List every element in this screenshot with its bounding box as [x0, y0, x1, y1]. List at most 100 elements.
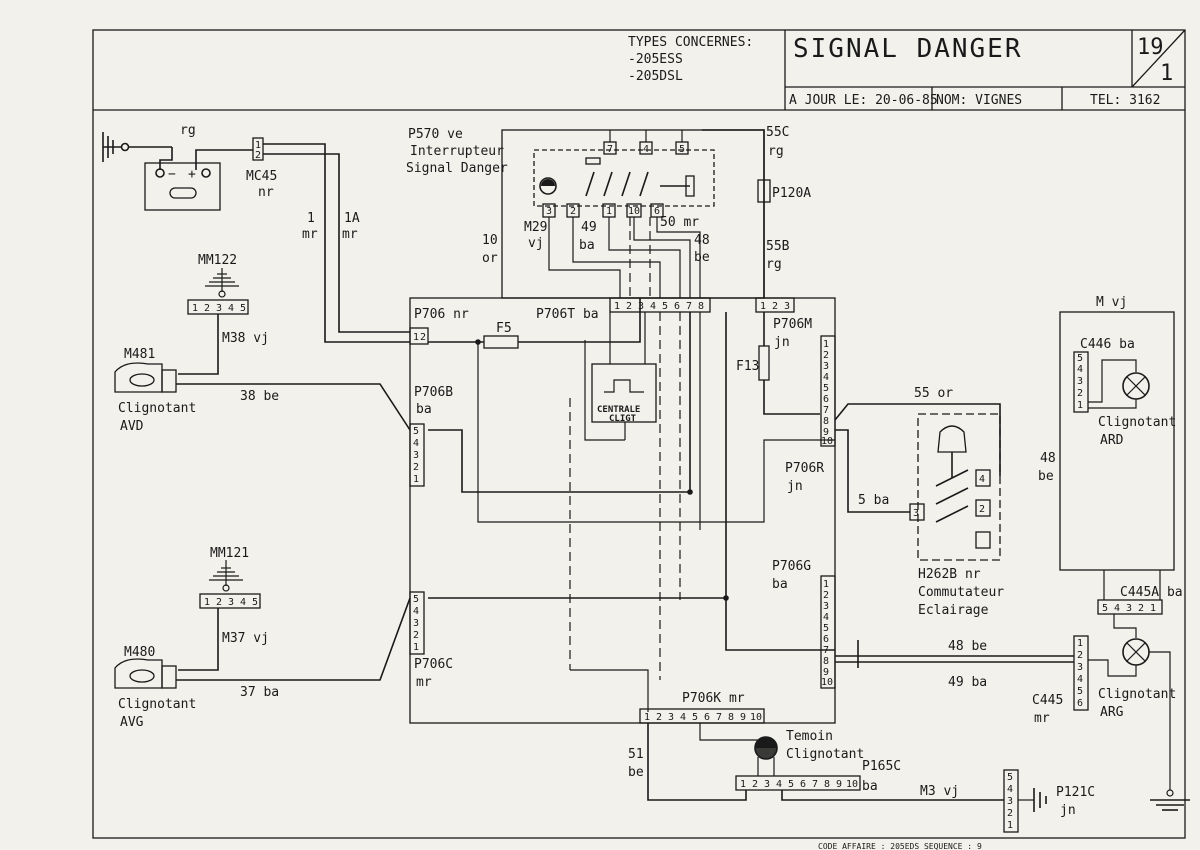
ard-desc2: ARD — [1100, 433, 1124, 448]
h262b-outline — [917, 413, 1001, 561]
connector-p165c: 1 2 3 4 5 6 7 8 9 10 — [735, 775, 861, 791]
p570-name: P570 ve — [408, 127, 463, 142]
svg-text:2: 2 — [413, 630, 419, 641]
connector-p706c: 1 2 3 4 5 — [409, 591, 425, 655]
svg-text:5: 5 — [413, 426, 419, 437]
svg-text:2: 2 — [772, 301, 778, 312]
wire-38-label: 38 be — [240, 389, 279, 404]
connector-c446: 1 2 3 4 5 — [1073, 351, 1089, 413]
mm121-ground — [209, 560, 243, 592]
svg-text:1: 1 — [760, 301, 766, 312]
svg-text:5: 5 — [413, 594, 419, 605]
svg-text:4: 4 — [650, 301, 656, 312]
svg-text:5: 5 — [1102, 603, 1108, 614]
svg-text:5: 5 — [823, 623, 829, 634]
svg-text:2: 2 — [1077, 650, 1083, 661]
svg-text:6: 6 — [1077, 698, 1083, 709]
lamp-temoin — [754, 736, 778, 760]
svg-text:5: 5 — [662, 301, 668, 312]
update-date: A JOUR LE: 20-06-85 — [789, 93, 938, 108]
connector-p706r: 1 2 3 4 5 6 7 8 9 10 — [820, 335, 836, 447]
centrale-line1: CENTRALE — [597, 405, 640, 415]
svg-text:1: 1 — [192, 303, 198, 314]
wire-49-label: 49 — [581, 220, 597, 235]
m29-color: vj — [528, 236, 544, 251]
wire-48-color: be — [694, 250, 710, 265]
svg-text:2: 2 — [1138, 603, 1144, 614]
svg-text:7: 7 — [823, 645, 829, 656]
h262b-desc2: Eclairage — [918, 603, 989, 618]
svg-text:10: 10 — [628, 206, 640, 217]
ground-symbol-right — [1150, 789, 1190, 811]
svg-text:1: 1 — [644, 712, 650, 723]
svg-text:3: 3 — [784, 301, 790, 312]
wire-55b-label: 55B — [766, 239, 790, 254]
connector-p706t: 1 2 3 4 5 6 7 8 — [609, 297, 711, 313]
svg-text:1: 1 — [255, 140, 261, 151]
p706c-label: P706C — [414, 657, 453, 672]
wire-48r-color: be — [1038, 469, 1054, 484]
connector-p121c: 1 2 3 4 5 — [1003, 769, 1019, 833]
p570-desc1: Interrupteur — [410, 144, 504, 159]
svg-text:4: 4 — [680, 712, 686, 723]
wire-55c-color: rg — [768, 144, 784, 159]
wire-10-color: or — [482, 251, 498, 266]
svg-text:6: 6 — [654, 206, 660, 217]
svg-text:1: 1 — [823, 339, 829, 350]
svg-text:+: + — [188, 167, 196, 182]
svg-text:2: 2 — [216, 597, 222, 608]
wire-48-label: 48 — [694, 233, 710, 248]
battery-icon: − + — [144, 162, 221, 211]
connector-p706: 1 2 — [409, 327, 429, 345]
p165c-color: ba — [862, 779, 878, 794]
wire-49b-label: 49 ba — [948, 675, 987, 690]
wire-50-label: 50 mr — [660, 215, 699, 230]
svg-text:3: 3 — [216, 303, 222, 314]
svg-text:2: 2 — [204, 303, 210, 314]
temoin-desc1: Temoin — [786, 729, 833, 744]
svg-text:10: 10 — [821, 436, 833, 447]
type-dsl: -205DSL — [628, 69, 683, 84]
p706r-label: P706R — [785, 461, 824, 476]
wire-5-label: 5 ba — [858, 493, 889, 508]
wire-55c-label: 55C — [766, 125, 789, 140]
svg-text:2: 2 — [626, 301, 632, 312]
svg-text:1: 1 — [413, 474, 419, 485]
wire-1-color: mr — [302, 227, 318, 242]
wire-1a-label: 1A — [344, 211, 360, 226]
svg-text:5: 5 — [692, 712, 698, 723]
type-ess: -205ESS — [628, 52, 683, 67]
types-title: TYPES CONCERNES: — [628, 35, 753, 50]
wire-55b-color: rg — [766, 257, 782, 272]
lamp-arg — [1122, 638, 1150, 666]
p706c-color: mr — [416, 675, 432, 690]
wire-1a-color: mr — [342, 227, 358, 242]
author-name: NOM: VIGNES — [936, 93, 1022, 108]
ground-symbol-battery — [102, 132, 172, 162]
m-vj-label: M vj — [1096, 295, 1127, 310]
svg-text:4: 4 — [776, 779, 782, 790]
svg-text:9: 9 — [823, 427, 829, 438]
p121c-label: P121C — [1056, 785, 1095, 800]
svg-text:6: 6 — [800, 779, 806, 790]
svg-text:4: 4 — [1114, 603, 1120, 614]
svg-text:7: 7 — [823, 405, 829, 416]
c445a-label: C445A ba — [1120, 585, 1183, 600]
svg-text:4: 4 — [228, 303, 234, 314]
svg-text:2: 2 — [420, 332, 426, 343]
p165c-label: P165C — [862, 759, 901, 774]
svg-text:8: 8 — [823, 416, 829, 427]
wire-37-label: 37 ba — [240, 685, 279, 700]
svg-text:8: 8 — [728, 712, 734, 723]
m29-label: M29 — [524, 220, 547, 235]
wire-10-label: 10 — [482, 233, 498, 248]
wire-48b-label: 48 be — [948, 639, 987, 654]
svg-text:2: 2 — [413, 462, 419, 473]
svg-text:7: 7 — [686, 301, 692, 312]
svg-text:9: 9 — [836, 779, 842, 790]
svg-text:4: 4 — [240, 597, 246, 608]
fuse-f5 — [483, 335, 519, 349]
svg-text:1: 1 — [1150, 603, 1156, 614]
svg-text:1: 1 — [413, 332, 419, 343]
svg-text:2: 2 — [823, 590, 829, 601]
